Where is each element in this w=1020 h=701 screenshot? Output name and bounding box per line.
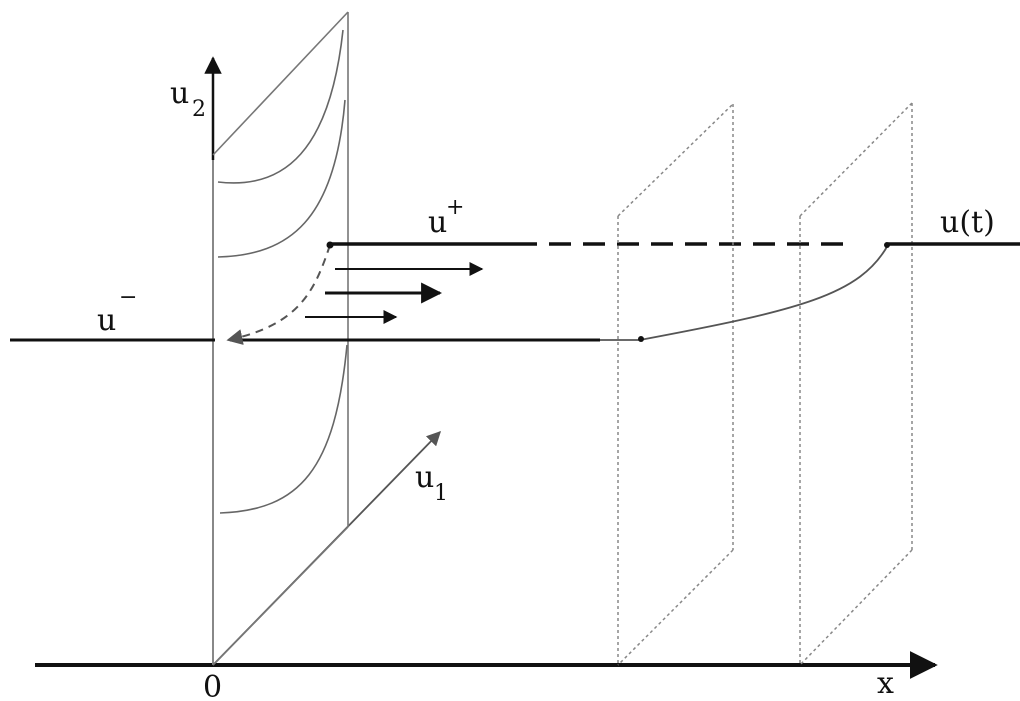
u-plus-label: u [428, 205, 447, 240]
u1-label: u [415, 460, 434, 495]
dotted-plane-right [799, 102, 913, 666]
trajectory-point-left [638, 336, 644, 342]
u-minus-label: u [97, 303, 116, 338]
u-minus-superscript: − [119, 285, 137, 310]
x-axis-label: x [877, 666, 894, 701]
u1-subscript: 1 [434, 481, 448, 506]
u-plus-point [326, 241, 334, 249]
dotted-plane-middle [617, 103, 734, 666]
u-t-label: u(t) [940, 205, 995, 240]
flow-arrows [305, 262, 484, 324]
manifold-curves [217, 29, 348, 514]
u-plus-superscript: + [446, 195, 464, 220]
trajectory-curve [600, 244, 889, 341]
u2-subscript: 2 [192, 97, 206, 122]
heteroclinic-dashed-curve [226, 244, 331, 345]
origin-label: 0 [203, 670, 222, 701]
u2-label: u [170, 76, 189, 111]
